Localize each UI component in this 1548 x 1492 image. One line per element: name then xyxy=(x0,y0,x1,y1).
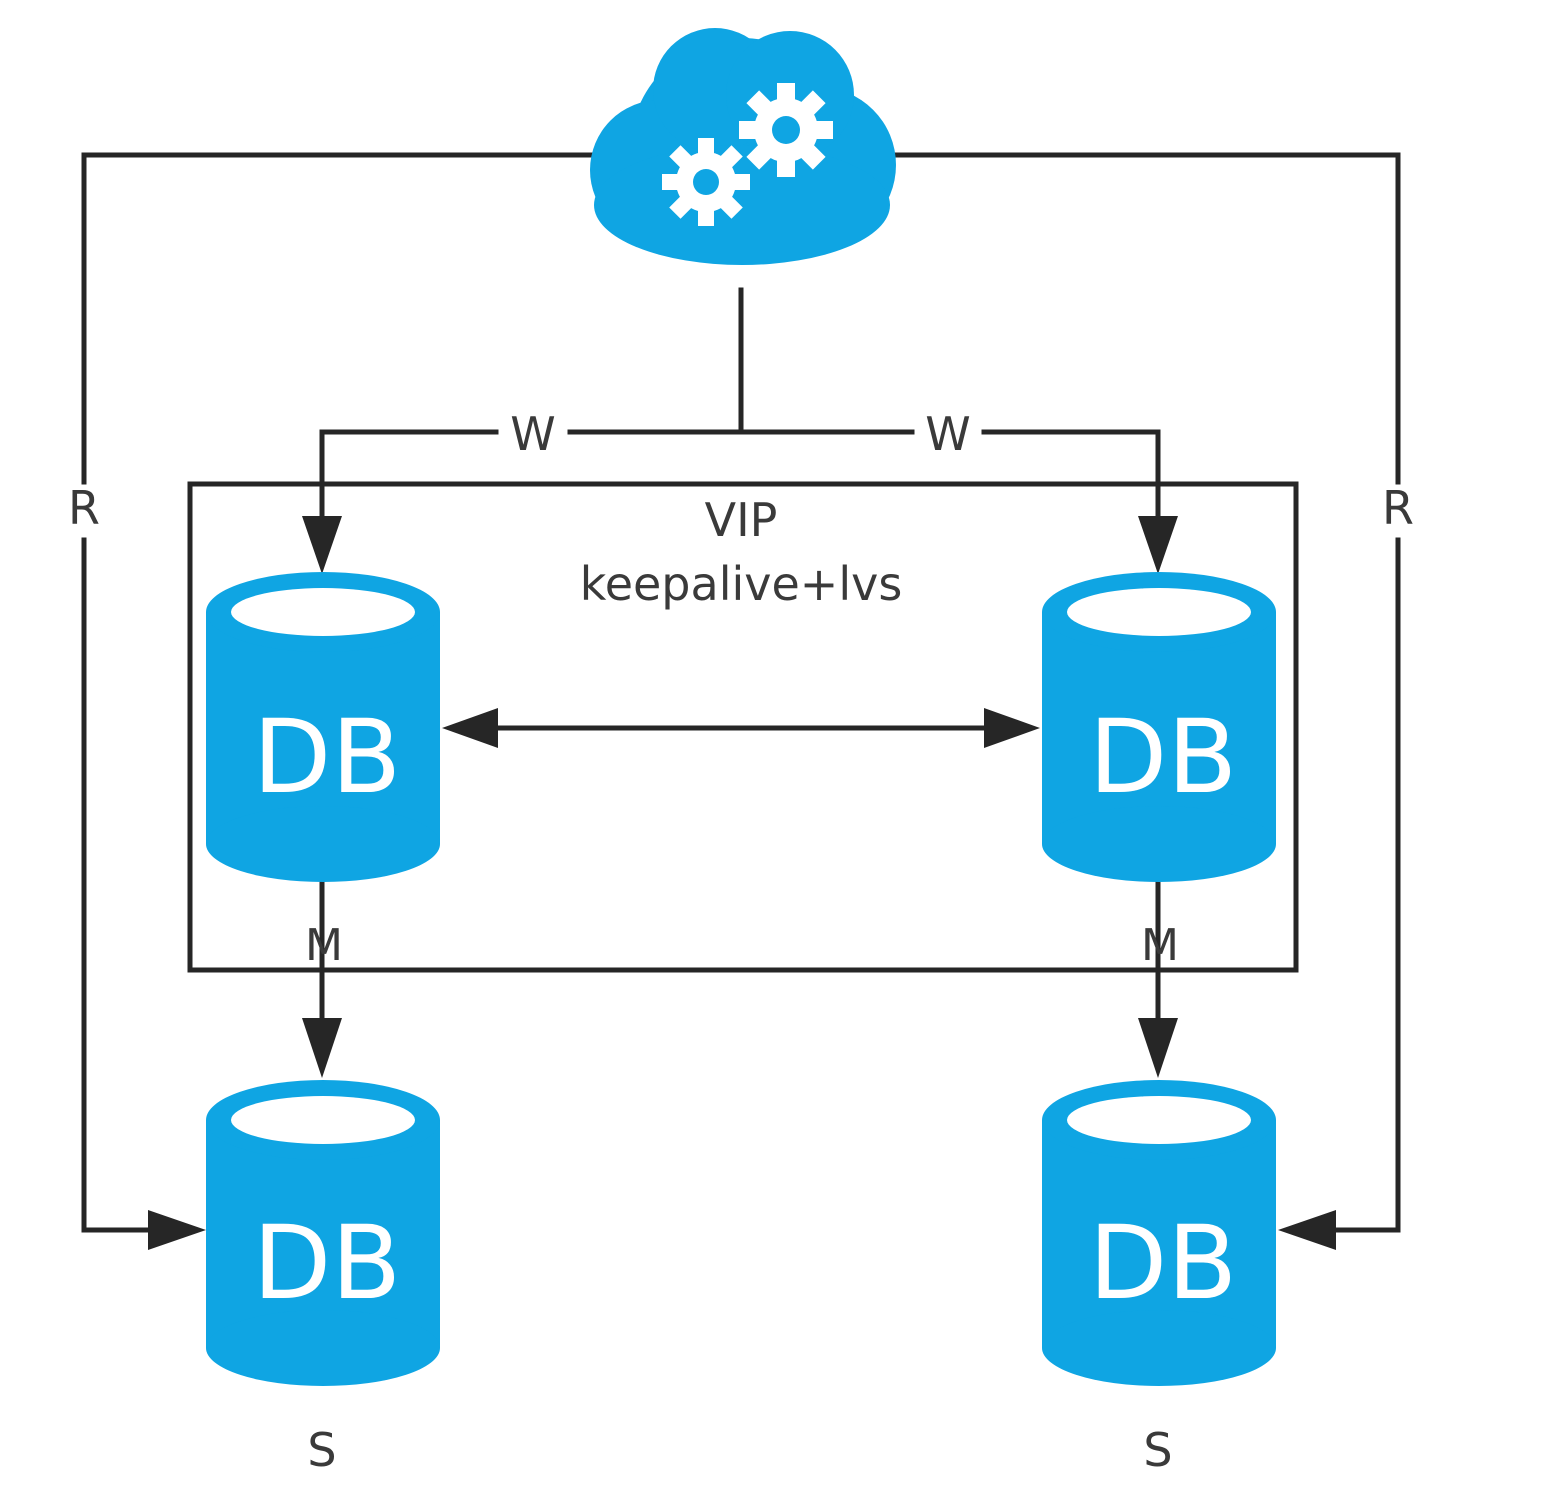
write-label-left: W xyxy=(510,407,555,461)
slave-label-right: S xyxy=(1143,1423,1172,1477)
gear-icon-small xyxy=(662,138,750,226)
db-master-left: DB xyxy=(206,572,440,882)
vip-box xyxy=(187,481,1299,973)
read-arrow-right xyxy=(1278,1210,1336,1250)
db-slave-left: DB xyxy=(206,1080,440,1386)
read-line-right-lower xyxy=(1331,537,1401,1233)
cloud-gears-icon xyxy=(590,28,896,265)
read-label-left: R xyxy=(68,481,100,535)
db-label: DB xyxy=(1089,698,1238,817)
master-slave-arrow-left xyxy=(302,1018,342,1078)
db-slave-right: DB xyxy=(1042,1080,1276,1386)
write-line-right-2 xyxy=(981,429,1161,523)
vip-subtitle: keepalive+lvs xyxy=(580,557,903,611)
master-label-left: M xyxy=(305,920,343,971)
replication-arrow-left xyxy=(442,708,498,748)
slave-label-left: S xyxy=(307,1423,336,1477)
master-label-right: M xyxy=(1141,920,1179,971)
write-line-left-2 xyxy=(319,429,499,523)
write-arrow-right xyxy=(1138,516,1178,574)
read-arrow-left xyxy=(148,1210,206,1250)
write-label-right: W xyxy=(925,407,970,461)
read-label-right: R xyxy=(1382,481,1414,535)
db-master-right: DB xyxy=(1042,572,1276,882)
master-slave-arrow-right xyxy=(1138,1018,1178,1078)
write-arrow-left xyxy=(302,516,342,574)
gear-icon-large xyxy=(739,83,833,177)
read-line-right xyxy=(893,152,1401,485)
db-label: DB xyxy=(253,698,402,817)
db-label: DB xyxy=(1089,1204,1238,1323)
read-line-left-lower xyxy=(81,537,153,1233)
replication-arrow-right xyxy=(984,708,1040,748)
vip-title: VIP xyxy=(705,493,778,547)
db-label: DB xyxy=(253,1204,402,1323)
read-line-left xyxy=(81,152,595,485)
